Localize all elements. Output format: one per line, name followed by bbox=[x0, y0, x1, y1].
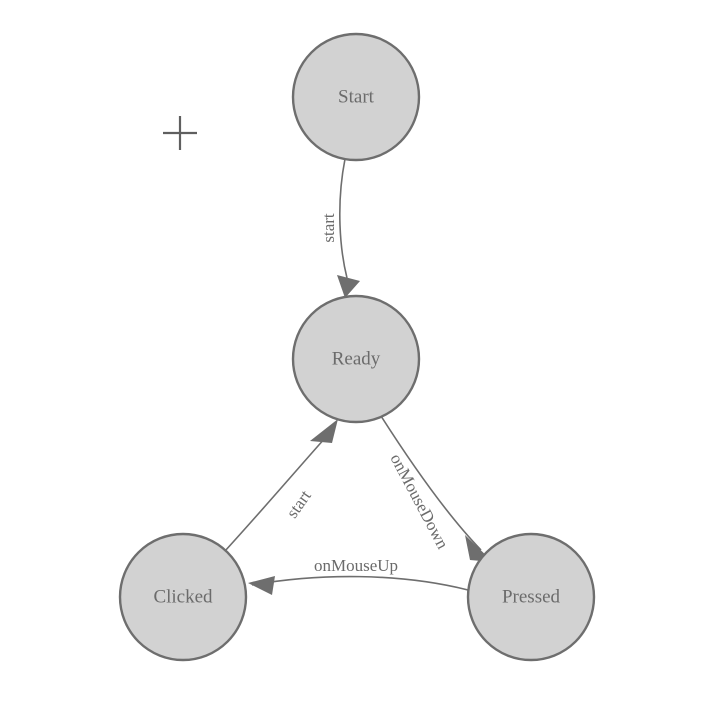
state-node-ready-label: Ready bbox=[332, 348, 381, 369]
edge-clicked-to-ready-arrowhead bbox=[310, 419, 338, 443]
edge-clicked-to-ready[interactable]: start bbox=[224, 419, 338, 552]
edge-start-to-ready-arrowhead bbox=[337, 275, 360, 298]
edge-pressed-to-clicked-arrowhead bbox=[248, 576, 275, 595]
state-node-ready-circle[interactable] bbox=[291, 294, 421, 424]
state-node-clicked-circle[interactable] bbox=[118, 532, 248, 662]
edge-pressed-to-clicked-path bbox=[251, 575, 469, 591]
edge-label-clicked-to-ready: start bbox=[283, 486, 316, 521]
edge-ready-to-pressed[interactable]: onMouseDown bbox=[380, 415, 493, 562]
edge-ready-to-pressed-path bbox=[380, 415, 482, 551]
state-node-start[interactable]: Start bbox=[291, 32, 421, 162]
state-node-start-label: Start bbox=[338, 86, 375, 107]
state-node-pressed-label: Pressed bbox=[502, 586, 561, 607]
edge-label-start-to-ready: start bbox=[319, 213, 338, 243]
edge-start-to-ready[interactable]: start bbox=[319, 158, 360, 298]
state-node-clicked[interactable]: Clicked bbox=[118, 532, 248, 662]
state-node-pressed-circle[interactable] bbox=[466, 532, 596, 662]
edge-label-ready-to-pressed: onMouseDown bbox=[386, 451, 452, 553]
edge-pressed-to-clicked[interactable]: onMouseUp bbox=[248, 556, 469, 595]
state-node-start-circle[interactable] bbox=[291, 32, 421, 162]
state-node-ready[interactable]: Ready bbox=[291, 294, 421, 424]
edge-clicked-to-ready-path bbox=[224, 436, 327, 552]
edge-label-pressed-to-clicked: onMouseUp bbox=[314, 556, 398, 575]
edge-start-to-ready-path bbox=[339, 158, 348, 279]
state-node-pressed[interactable]: Pressed bbox=[466, 532, 596, 662]
state-node-clicked-label: Clicked bbox=[153, 586, 213, 607]
crosshair-icon bbox=[163, 116, 197, 150]
